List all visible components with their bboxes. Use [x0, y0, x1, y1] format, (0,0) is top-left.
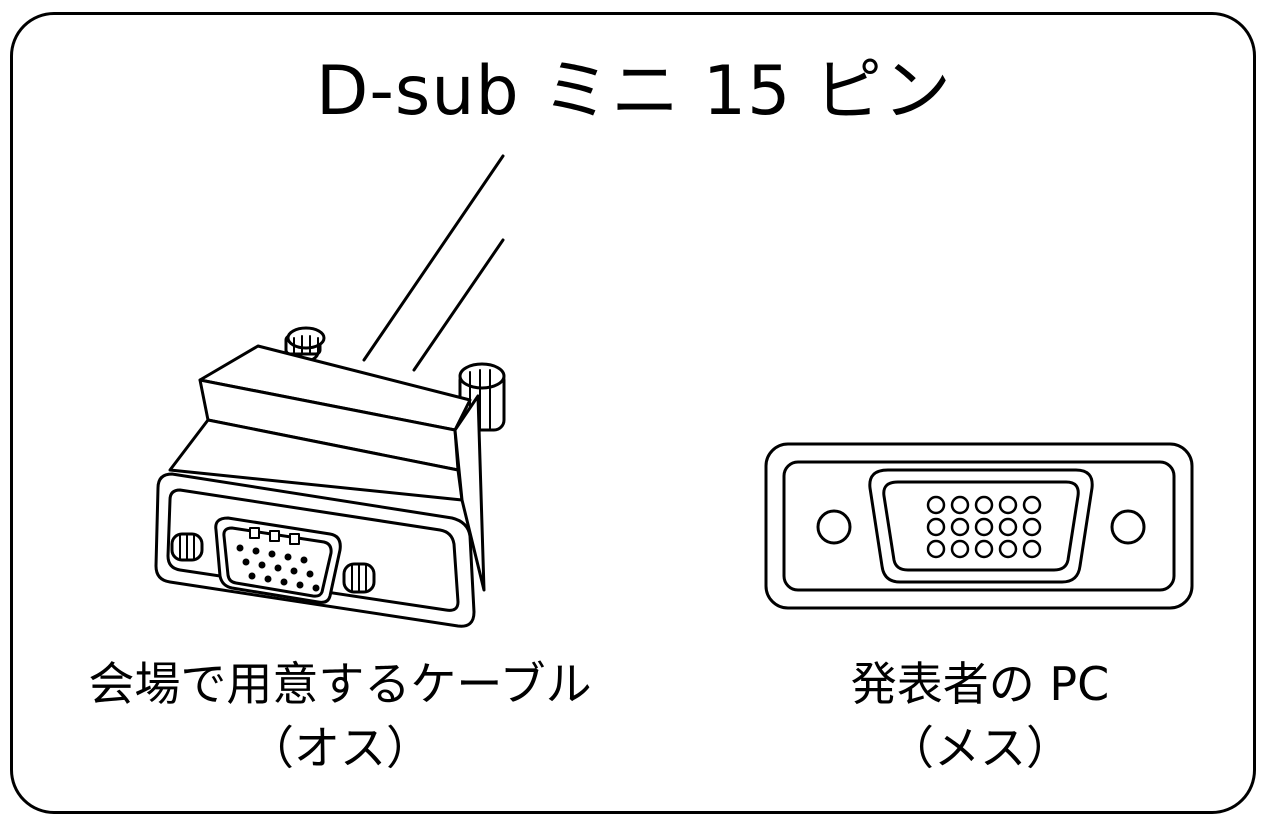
pc-caption-line1: 発表者の PC [850, 657, 1110, 711]
housing-side [453, 394, 486, 592]
pc-caption: 発表者の PC （メス） [720, 652, 1240, 780]
vga-male-connector-icon [154, 154, 506, 628]
cable-caption: 会場で用意するケーブル （オス） [40, 652, 640, 780]
diagram-title: D-sub ミニ 15 ピン [316, 52, 952, 131]
male-pins [236, 544, 320, 592]
vga-female-port-icon [764, 442, 1194, 610]
mount-hole-right [1110, 509, 1146, 545]
cable-caption-line1: 会場で用意するケーブル [88, 657, 592, 711]
female-sockets [926, 495, 1042, 559]
cable-line [362, 154, 505, 362]
mount-hole-left [816, 509, 852, 545]
thumb-screw-front-left [170, 532, 204, 562]
cable-caption-line2: （オス） [248, 721, 432, 775]
cable-line [412, 238, 505, 372]
thumb-screw-front-right [342, 562, 376, 594]
pc-caption-line2: （メス） [888, 721, 1072, 775]
